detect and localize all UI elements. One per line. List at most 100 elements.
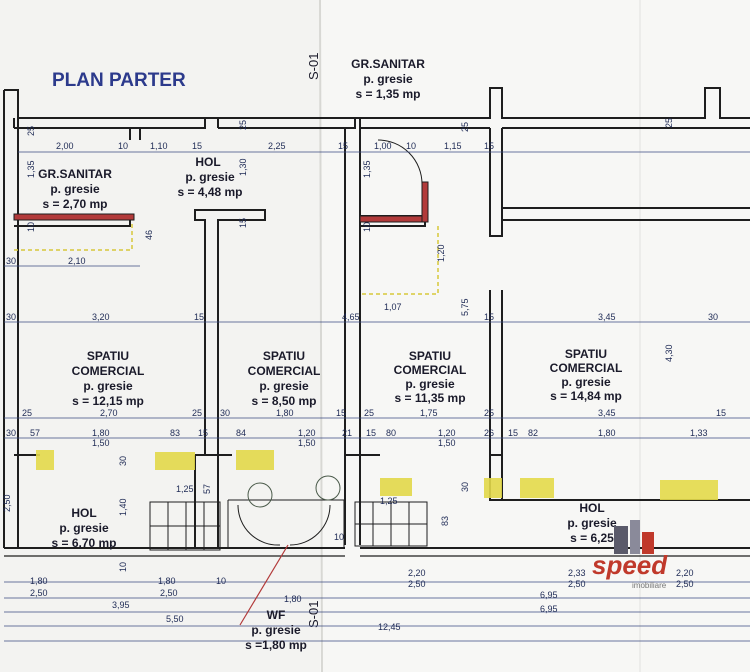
room-hol-top-name: HOL (195, 155, 220, 169)
dimension-lines (4, 151, 750, 642)
building-3 (642, 532, 654, 554)
dim-v-9: 5,75 (460, 298, 470, 316)
dim-b-2: 1,80 (158, 576, 176, 586)
wall-top-left (4, 89, 206, 129)
plant-right (315, 475, 341, 501)
speed-logo: speed imobiliare (592, 520, 668, 590)
room-sc4-name2: COMERCIAL (550, 361, 623, 375)
wall-mid-join (204, 118, 219, 128)
dim-low-8: 1,50 (298, 438, 316, 448)
dim-b-0: 1,80 (30, 576, 48, 586)
dim-mid-1: 2,70 (100, 408, 118, 418)
dim-mid-10: 15 (716, 408, 726, 418)
room-hol-left-area: s = 6,70 mp (51, 536, 116, 550)
window-6 (520, 478, 554, 498)
dash-wc-right (362, 226, 439, 295)
dim-b-4: 10 (216, 576, 226, 586)
room-sc2-floor: p. gresie (259, 379, 309, 393)
wall-partition-2 (344, 128, 361, 456)
dim-low-1: 57 (30, 428, 40, 438)
building-icon (614, 520, 654, 554)
dim-b-10: 2,20 (676, 568, 694, 578)
stairs-left-steps (150, 502, 220, 550)
dim-top-2: 1,10 (150, 141, 168, 151)
room-sc1-floor: p. gresie (83, 379, 133, 393)
dim-v-12: 4,30 (664, 344, 674, 362)
dim-v-17: 10 (118, 562, 128, 572)
dim-mid-0: 25 (22, 408, 32, 418)
room-sc4-name1: SPATIU (565, 347, 607, 361)
dim-v-21: 1,25 (176, 484, 194, 494)
dim-v-19: 30 (460, 482, 470, 492)
dim-v-18: 83 (440, 516, 450, 526)
door-arc-right (289, 504, 331, 546)
dim-b-8: 2,33 (568, 568, 586, 578)
room-sc2-area: s = 8,50 mp (251, 394, 316, 408)
wc-right-red-v (421, 181, 429, 223)
wall-lower-partition-2 (344, 455, 361, 545)
dim-v-4: 1,30 (238, 158, 248, 176)
walls (3, 87, 750, 557)
room-wf-floor: p. gresie (251, 623, 301, 637)
dim-mid-5: 15 (336, 408, 346, 418)
dim-low-9: 21 (342, 428, 352, 438)
room-sc3-floor: p. gresie (405, 377, 455, 391)
dim-mid-2: 25 (192, 408, 202, 418)
dashed-lines (14, 222, 439, 295)
dim-mid-3: 30 (220, 408, 230, 418)
window-1 (36, 450, 54, 470)
dim-low-11: 80 (386, 428, 396, 438)
room-wc-left-area: s = 2,70 mp (42, 197, 107, 211)
window-7 (660, 480, 718, 500)
room-sc4-floor: p. gresie (561, 375, 611, 389)
building-2 (630, 520, 640, 554)
dash-wc-left (14, 222, 133, 251)
dim-v-3: 25 (238, 120, 248, 130)
logo-brand: speed (592, 550, 668, 580)
room-wc-left-floor: p. gresie (50, 182, 100, 196)
dim-v-6: 1,35 (362, 160, 372, 178)
dim-low-5: 15 (198, 428, 208, 438)
paper-right (320, 0, 750, 672)
door-arc-left (237, 504, 281, 546)
wall-left (3, 90, 19, 548)
dim-low-6: 84 (236, 428, 246, 438)
dim-b-3: 2,50 (160, 588, 178, 598)
dim-v-10: 25 (460, 122, 470, 132)
dim-top-1: 10 (118, 141, 128, 151)
room-wc-left-name: GR.SANITAR (38, 167, 112, 181)
dim-b-1: 2,50 (30, 588, 48, 598)
wc-right-red (359, 215, 429, 223)
window-5 (484, 478, 502, 498)
building-1 (614, 526, 628, 554)
dim-b-9: 2,50 (568, 579, 586, 589)
sanitary-walls (13, 181, 429, 223)
dim-mid-8: 25 (484, 408, 494, 418)
dim-v-22: 1,25 (380, 496, 398, 506)
dim-low-10: 15 (366, 428, 376, 438)
dim-v-16: 57 (202, 484, 212, 494)
room-hol-right-floor: p. gresie (567, 516, 617, 530)
room-labels: GR.SANITAR p. gresie s = 2,70 mp HOL p. … (38, 57, 622, 652)
door-arc-wc (377, 139, 423, 185)
paper-fold (319, 0, 323, 672)
room-sc4-area: s = 14,84 mp (550, 389, 622, 403)
room-wf-area: s =1,80 mp (245, 638, 307, 652)
room-sc1-area: s = 12,15 mp (72, 394, 144, 408)
wall-top-right (360, 87, 750, 129)
room-sc3-area: s = 11,35 mp (394, 391, 465, 405)
windows (36, 450, 718, 500)
dim-low-17: 1,80 (598, 428, 616, 438)
dim-mid-4: 1,80 (276, 408, 294, 418)
window-4 (380, 478, 412, 496)
room-hol-right-name: HOL (579, 501, 604, 515)
window-2 (155, 452, 195, 470)
section-mark-bottom: S-01 (306, 601, 321, 628)
dim-b-12: 3,95 (112, 600, 130, 610)
dim-top-3: 15 (192, 141, 202, 151)
stairs-right-steps (355, 502, 427, 546)
room-sc1-name1: SPATIU (87, 349, 129, 363)
room-wc-right-name: GR.SANITAR (351, 57, 425, 71)
dim-v-11: 25 (664, 118, 674, 128)
wall-top-mid (205, 117, 356, 129)
